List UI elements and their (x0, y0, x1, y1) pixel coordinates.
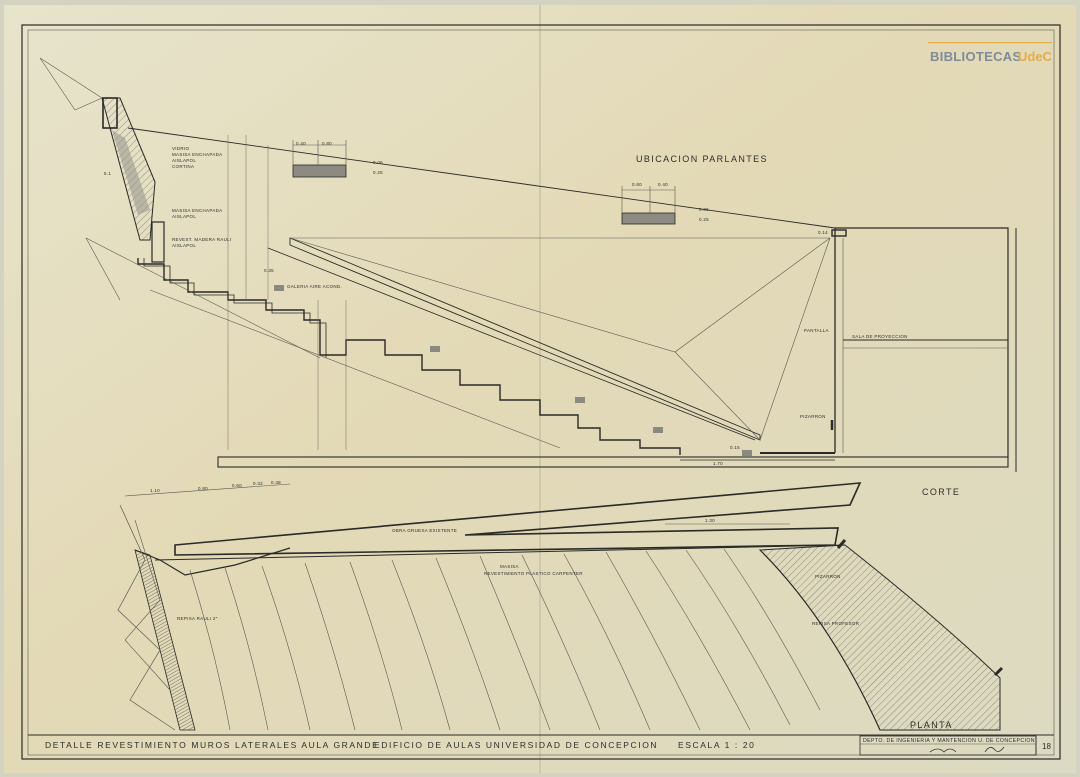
watermark-rule (928, 42, 1052, 44)
label-aislapol: AISLAPOL (172, 158, 196, 163)
label-repisa-profesor: REPISA PROFESOR (812, 621, 860, 626)
title-dept: DEPTO. DE INGENIERIA Y MANTENCION U. DE … (863, 738, 1035, 744)
dim-015: 0.15 (730, 445, 740, 450)
plan-planta (117, 482, 1004, 731)
label-pizarron-planta: PIZARRON (815, 574, 841, 579)
dim-014: 0.14 (818, 230, 828, 235)
slab-edge (85, 237, 121, 301)
projection-line-2 (759, 237, 831, 441)
label-repisa-rauli: REPISA RAULI 2" (177, 616, 218, 621)
wall-insulation (112, 130, 150, 215)
slab-underside-2 (149, 289, 561, 449)
signature-2 (984, 746, 1005, 753)
label-masisa: MASISA (500, 564, 519, 569)
floor-slab (217, 456, 1009, 468)
label-planta: PLANTA (910, 720, 953, 730)
signature-1 (929, 748, 957, 753)
label-revestimiento: REVESTIMIENTO PLASTICO CARPENTER (484, 571, 583, 576)
speaker-2 (621, 212, 676, 225)
rauli-shelf-hatched (134, 549, 196, 731)
ac-grille-2 (430, 346, 440, 352)
label-aislapol-2: AISLAPOL (172, 214, 196, 219)
projector-bracket (831, 229, 847, 237)
label-vidrio: VIDRIO (172, 146, 190, 151)
plan-bracket (993, 666, 1004, 677)
dim-130: 1.30 (705, 518, 715, 523)
title-center: EDIFICIO DE AULAS UNIVERSIDAD DE CONCEPC… (374, 740, 658, 750)
dim-chain (124, 483, 291, 497)
label-galeria: GALERIA AIRE ACOND. (287, 284, 342, 289)
zigzag-wall (117, 504, 176, 731)
dim-080-c: 0.80 (198, 486, 208, 491)
sheet-border (21, 24, 1061, 760)
dim-040-a: 0.40 (296, 141, 306, 146)
dim-110: 1.10 (150, 488, 160, 493)
label-pantalla: PANTALLA (804, 328, 829, 333)
sheet-inner-border (27, 29, 1055, 756)
slab-underside (85, 237, 321, 359)
dim-025-a: 0.25 (373, 170, 383, 175)
dim-080-a: 0.80 (322, 141, 332, 146)
dim-060: 0.60 (232, 483, 242, 488)
speaker-1 (292, 164, 347, 178)
sightline (267, 247, 756, 441)
dim-035: 0.35 (264, 268, 274, 273)
watermark-suffix: UdeC (1018, 49, 1053, 64)
dim-032: 0.32 (253, 481, 263, 486)
section-corte (39, 57, 1017, 472)
dim-025-b: 0.25 (699, 217, 709, 222)
label-ubicacion-parlantes: UBICACION PARLANTES (636, 154, 768, 164)
dim-048: 0.48 (271, 480, 281, 485)
label-aislapol-3: AISLAPOL (172, 243, 196, 248)
stair-inner-profile (143, 258, 327, 358)
ac-grille-1 (274, 285, 284, 291)
title-block (28, 734, 1054, 756)
ac-grille-3 (575, 397, 585, 403)
label-obra-gruesa: OBRA GRUESA EXISTENTE (392, 528, 457, 533)
title-left: DETALLE REVESTIMIENTO MUROS LATERALES AU… (45, 740, 379, 750)
dim-006-a: 0.06 (373, 160, 383, 165)
existing-structure (174, 482, 862, 556)
roof-outline (39, 57, 103, 111)
dim-080-b: 0.80 (632, 182, 642, 187)
projection-room-wall (835, 227, 1009, 457)
ac-grille-4 (653, 427, 663, 433)
watermark-brand: BIBLIOTECAS (930, 49, 1021, 64)
wall-panel (151, 221, 165, 263)
cladding-curve (134, 547, 291, 576)
roof-line (39, 57, 103, 99)
seating-rows (189, 548, 821, 731)
title-sheet-number: 18 (1042, 742, 1051, 751)
dim-170: 1.70 (713, 461, 723, 466)
zigzag-wall-2 (124, 519, 171, 691)
window-frame (102, 97, 118, 129)
label-revest-madera: REVEST. MADERA RAULI (172, 237, 232, 242)
label-sala-proyeccion: SALA DE PROYECCION (852, 334, 908, 339)
label-masisa-enchapada-2: MASISA ENCHAPADA (172, 208, 222, 213)
plan-bracket-2 (836, 539, 847, 549)
label-masisa-enchapada: MASISA ENCHAPADA (172, 152, 222, 157)
label-pizarron-corte: PIZARRON (800, 414, 826, 419)
label-corte: CORTE (922, 487, 960, 497)
title-scale: ESCALA 1 : 20 (678, 740, 756, 750)
label-cortina: CORTINA (172, 164, 194, 169)
stair-profile (137, 258, 681, 455)
dim-006-b: 0.06 (699, 207, 709, 212)
ac-grille-5 (742, 450, 752, 456)
projection-line (674, 351, 761, 441)
teacher-platform (758, 544, 1001, 731)
dim-040-b: 0.40 (658, 182, 668, 187)
dim-s1: 5.1 (104, 171, 111, 176)
wall-line-plan (154, 544, 846, 561)
